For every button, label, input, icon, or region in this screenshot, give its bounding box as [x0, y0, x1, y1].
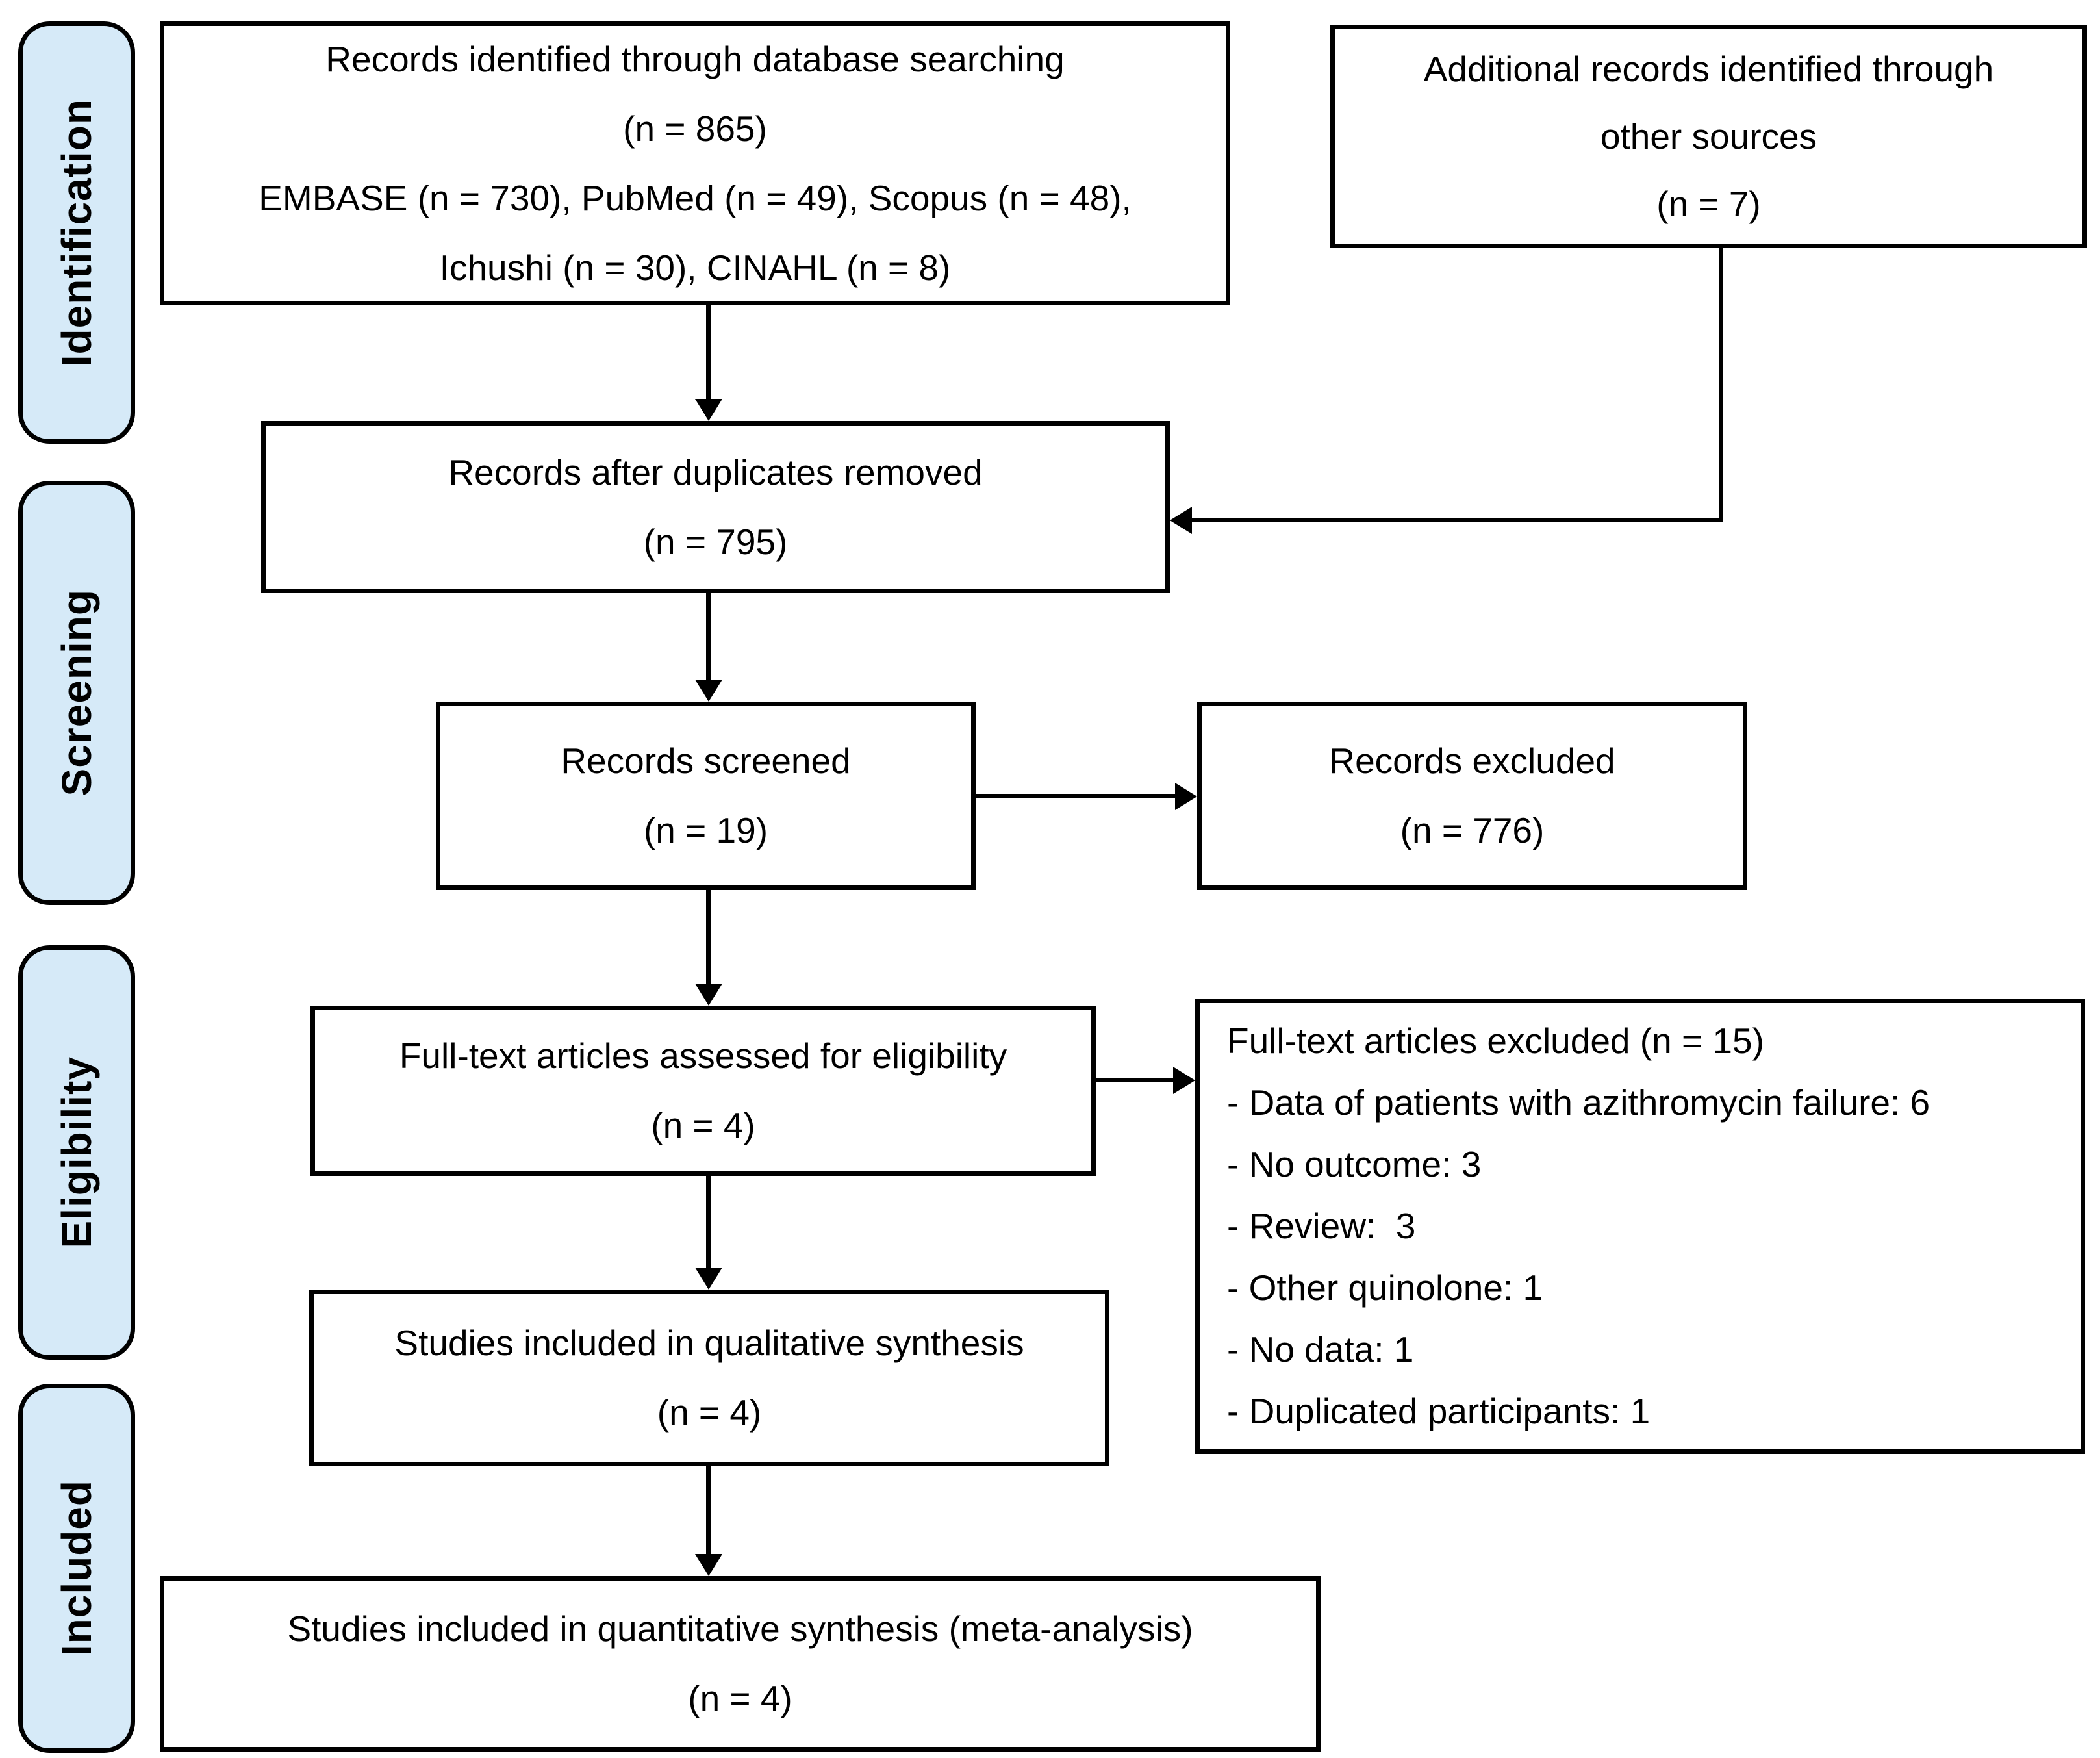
box-text-line: (n = 7) — [1656, 184, 1761, 224]
exclusion-reason: - Duplicated participants: 1 — [1227, 1391, 1651, 1431]
box-text-line: (n = 776) — [1400, 810, 1545, 850]
exclusion-reason: - Other quinolone: 1 — [1227, 1268, 1543, 1308]
stage-bar-eligibility: Eligibility — [18, 945, 135, 1360]
box-text-line: (n = 4) — [651, 1105, 755, 1145]
stage-label-eligibility: Eligibility — [53, 1056, 100, 1249]
stage-bar-identification: Identification — [18, 21, 135, 444]
box-text-line: Studies included in qualitative synthesi… — [394, 1323, 1024, 1363]
box-text-line: Ichushi (n = 30), CINAHL (n = 8) — [439, 247, 951, 288]
stage-label-included: Included — [53, 1480, 100, 1657]
box-text-line: Studies included in quantitative synthes… — [287, 1609, 1193, 1649]
arrow-additional-to-dedup — [1192, 518, 1723, 522]
box-quantitative-synthesis: Studies included in quantitative synthes… — [160, 1576, 1321, 1752]
box-text-line: Full-text articles assessed for eligibil… — [399, 1036, 1007, 1076]
box-text-line: (n = 4) — [657, 1392, 762, 1433]
box-text-line: Records excluded — [1329, 741, 1615, 781]
arrow-qualitative-to-quantitative — [706, 1466, 711, 1554]
stage-label-identification: Identification — [53, 98, 100, 367]
exclusion-reason: - Review: 3 — [1227, 1206, 1416, 1246]
arrow-fulltext-to-qualitative — [706, 1176, 711, 1268]
exclusion-title: Full-text articles excluded (n = 15) — [1227, 1021, 1764, 1061]
box-text-line: Additional records identified through — [1423, 49, 1994, 89]
stage-label-screening: Screening — [53, 589, 100, 796]
stage-bar-included: Included — [18, 1384, 135, 1753]
box-text-line: (n = 4) — [688, 1678, 792, 1718]
arrow-dedup-to-screened — [706, 593, 711, 680]
stage-bar-screening: Screening — [18, 481, 135, 905]
box-text-line: (n = 19) — [643, 810, 768, 850]
box-records-identified: Records identified through database sear… — [160, 21, 1230, 305]
box-records-screened: Records screened (n = 19) — [436, 702, 976, 890]
box-additional-records: Additional records identified through ot… — [1330, 25, 2087, 248]
arrow-fulltext-to-excluded — [1096, 1078, 1173, 1082]
box-fulltext-excluded: Full-text articles excluded (n = 15) - D… — [1195, 999, 2085, 1454]
exclusion-reason: - Data of patients with azithromycin fai… — [1227, 1082, 1930, 1123]
box-duplicates-removed: Records after duplicates removed (n = 79… — [261, 421, 1170, 593]
box-text-line: Records identified through database sear… — [325, 38, 1065, 79]
arrow-screened-to-fulltext — [706, 890, 711, 984]
box-qualitative-synthesis: Studies included in qualitative synthesi… — [309, 1290, 1109, 1466]
box-text-line: Records screened — [561, 741, 851, 781]
box-fulltext-assessed: Full-text articles assessed for eligibil… — [310, 1006, 1096, 1176]
box-records-excluded: Records excluded (n = 776) — [1197, 702, 1747, 890]
exclusion-reason: - No data: 1 — [1227, 1329, 1414, 1369]
arrow-screened-to-excluded — [976, 794, 1175, 798]
box-text-line: EMBASE (n = 730), PubMed (n = 49), Scopu… — [259, 177, 1132, 218]
arrow-identified-to-dedup — [706, 305, 711, 399]
box-text-line: other sources — [1600, 116, 1817, 157]
box-text-line: Records after duplicates removed — [448, 452, 983, 492]
box-text-line: (n = 865) — [623, 108, 767, 149]
connector-additional-vertical — [1719, 248, 1723, 522]
box-text-line: (n = 795) — [643, 521, 788, 562]
exclusion-reason: - No outcome: 3 — [1227, 1144, 1482, 1184]
